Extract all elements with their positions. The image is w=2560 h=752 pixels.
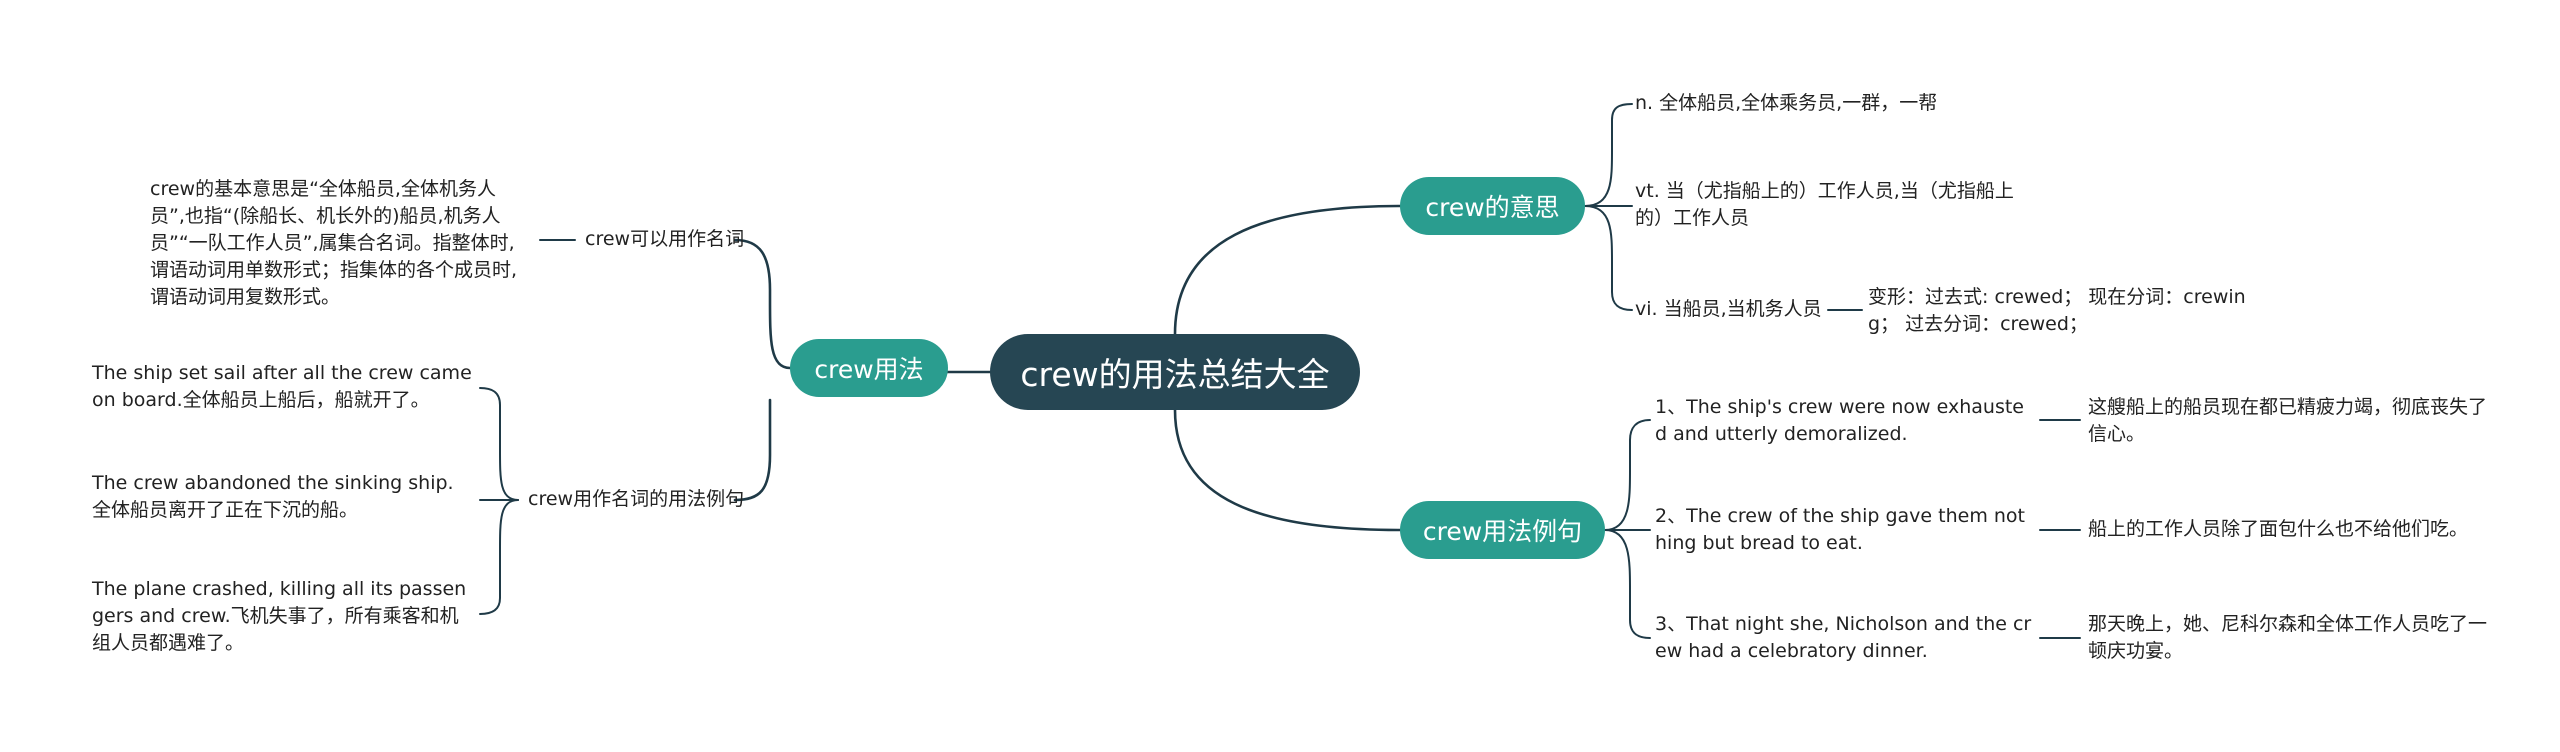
connector-sentences-bracket <box>479 387 519 501</box>
root-title: crew的用法总结大全 <box>1020 355 1330 394</box>
meaning-vi-text: vi. 当船员,当机务人员 <box>1635 298 1822 320</box>
branch-usage[interactable]: crew用法 <box>790 339 948 397</box>
example-en-1-text: 1、The ship's crew were now exhausted and… <box>1655 396 2024 445</box>
example-zh-2: 船上的工作人员除了面包什么也不给他们吃。 <box>2088 516 2468 543</box>
usage-examples-label-text: crew用作名词的用法例句 <box>528 488 745 510</box>
connector-usage-sub <box>733 238 792 370</box>
example-zh-1: 这艘船上的船员现在都已精疲力竭，彻底丧失了信心。 <box>2088 394 2488 448</box>
connector-usage-sub2 <box>733 398 772 502</box>
example-en-3: 3、That night she, Nicholson and the crew… <box>1655 611 2035 665</box>
branch-examples-label: crew用法例句 <box>1422 517 1583 546</box>
meaning-noun-text: n. 全体船员,全体乘务员,一群，一帮 <box>1635 92 1938 114</box>
usage-noun-label-text: crew可以用作名词 <box>585 228 745 250</box>
connector-sentences-3 <box>479 499 519 615</box>
example-en-1: 1、The ship's crew were now exhausted and… <box>1655 394 2035 448</box>
example-zh-3: 那天晚上，她、尼科尔森和全体工作人员吃了一顿庆功宴。 <box>2088 611 2488 665</box>
usage-sentence-2-text: The crew abandoned the sinking ship.全体船员… <box>92 472 454 521</box>
branch-meaning[interactable]: crew的意思 <box>1400 177 1585 235</box>
meaning-vt-text: vt. 当（尤指船上的）工作人员,当（尤指船上的）工作人员 <box>1635 180 2014 229</box>
usage-sentence-1-text: The ship set sail after all the crew cam… <box>92 362 472 411</box>
usage-sentence-3: The plane crashed, killing all its passe… <box>92 576 472 657</box>
example-zh-1-text: 这艘船上的船员现在都已精疲力竭，彻底丧失了信心。 <box>2088 396 2488 445</box>
example-en-3-text: 3、That night she, Nicholson and the crew… <box>1655 613 2032 662</box>
connector-ex-bracket-3 <box>1604 529 1651 639</box>
usage-noun-label: crew可以用作名词 <box>585 226 744 253</box>
usage-examples-label: crew用作名词的用法例句 <box>528 486 744 513</box>
usage-sentence-1: The ship set sail after all the crew cam… <box>92 360 472 414</box>
meaning-verb-intransitive: vi. 当船员,当机务人员 <box>1635 296 1822 323</box>
branch-usage-label: crew用法 <box>814 355 924 384</box>
example-en-2: 2、The crew of the ship gave them nothing… <box>1655 503 2035 557</box>
example-zh-3-text: 那天晚上，她、尼科尔森和全体工作人员吃了一顿庆功宴。 <box>2088 613 2488 662</box>
connector-root-examples <box>1173 408 1402 532</box>
root-node[interactable]: crew的用法总结大全 <box>990 334 1360 410</box>
meaning-noun: n. 全体船员,全体乘务员,一群，一帮 <box>1635 90 1937 117</box>
usage-noun-description: crew的基本意思是“全体船员,全体机务人员”,也指“(除船长、机长外的)船员,… <box>150 178 518 308</box>
connector-meaning-bracket <box>1584 103 1633 207</box>
connector-meaning-vi <box>1584 205 1633 311</box>
connector-root-meaning <box>1173 204 1402 336</box>
meaning-forms: 变形：过去式: crewed； 现在分词：crewing； 过去分词：crewe… <box>1868 284 2248 338</box>
usage-noun-text: crew的基本意思是“全体船员,全体机务人员”,也指“(除船长、机长外的)船员,… <box>150 176 530 311</box>
meaning-forms-text: 变形：过去式: crewed； 现在分词：crewing； 过去分词：crewe… <box>1868 286 2246 335</box>
branch-meaning-label: crew的意思 <box>1425 193 1560 222</box>
meaning-verb-transitive: vt. 当（尤指船上的）工作人员,当（尤指船上的）工作人员 <box>1635 178 2015 232</box>
usage-sentence-2: The crew abandoned the sinking ship.全体船员… <box>92 470 472 524</box>
usage-sentence-3-text: The plane crashed, killing all its passe… <box>92 578 467 654</box>
branch-examples[interactable]: crew用法例句 <box>1400 501 1605 559</box>
connector-ex-bracket-1 <box>1604 419 1651 531</box>
example-en-2-text: 2、The crew of the ship gave them nothing… <box>1655 505 2025 554</box>
example-zh-2-text: 船上的工作人员除了面包什么也不给他们吃。 <box>2088 518 2469 540</box>
